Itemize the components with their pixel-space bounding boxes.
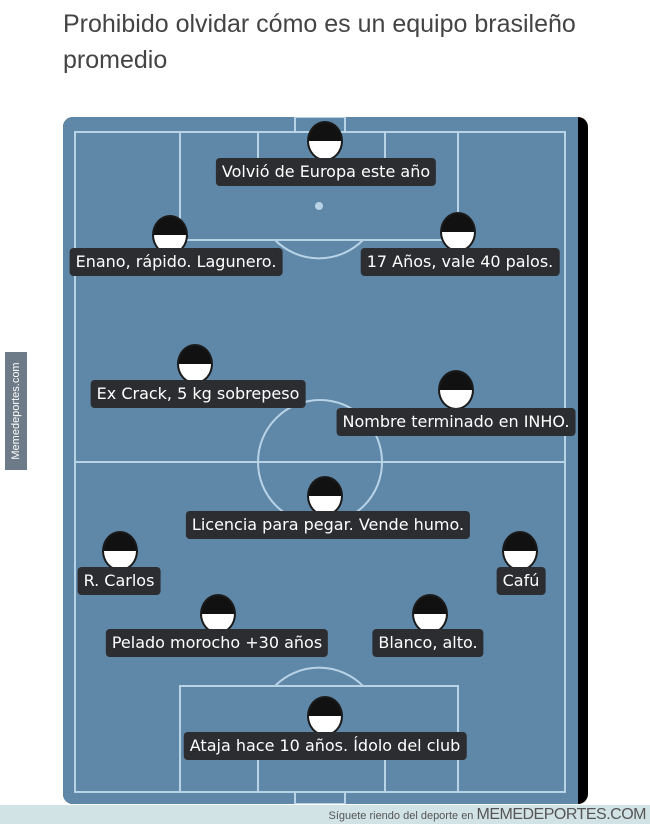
- pitch-lines: [74, 117, 566, 804]
- player-label: Nombre terminado en INHO.: [336, 408, 576, 436]
- player-label: Licencia para pegar. Vende humo.: [185, 511, 471, 539]
- football-pitch: [63, 117, 588, 804]
- player-marker[interactable]: [177, 344, 213, 384]
- player-marker[interactable]: [440, 212, 476, 252]
- footer-brand[interactable]: MEMEDEPORTES.COM: [476, 806, 647, 823]
- side-watermark-text: Memedeportes.com: [10, 362, 22, 460]
- player-label: Enano, rápido. Lagunero.: [69, 248, 283, 276]
- player-marker[interactable]: [438, 370, 474, 410]
- footer-tagline: Síguete riendo del deporte en: [328, 810, 474, 822]
- side-watermark: Memedeportes.com: [5, 352, 27, 470]
- player-marker[interactable]: [102, 531, 138, 571]
- player-label: R. Carlos: [77, 567, 161, 595]
- player-marker[interactable]: [200, 594, 236, 634]
- pitch-grass: [63, 117, 578, 804]
- player-marker[interactable]: [307, 696, 343, 736]
- player-label: Volvió de Europa este año: [215, 158, 437, 186]
- player-label: 17 Años, vale 40 palos.: [360, 248, 560, 276]
- player-label: Blanco, alto.: [372, 629, 484, 657]
- post-title: Prohibido olvidar cómo es un equipo bras…: [63, 10, 576, 74]
- player-marker[interactable]: [307, 476, 343, 516]
- footer-text[interactable]: Síguete riendo del deporte en MEMEDEPORT…: [328, 805, 646, 826]
- player-marker[interactable]: [502, 531, 538, 571]
- player-label: Ex Crack, 5 kg sobrepeso: [90, 380, 306, 408]
- player-marker[interactable]: [307, 121, 343, 161]
- player-label: Cafú: [496, 567, 546, 595]
- footer-bar: Síguete riendo del deporte en MEMEDEPORT…: [0, 805, 650, 824]
- player-label: Ataja hace 10 años. Ídolo del club: [183, 732, 467, 760]
- player-label: Pelado morocho +30 años: [105, 629, 329, 657]
- player-marker[interactable]: [412, 594, 448, 634]
